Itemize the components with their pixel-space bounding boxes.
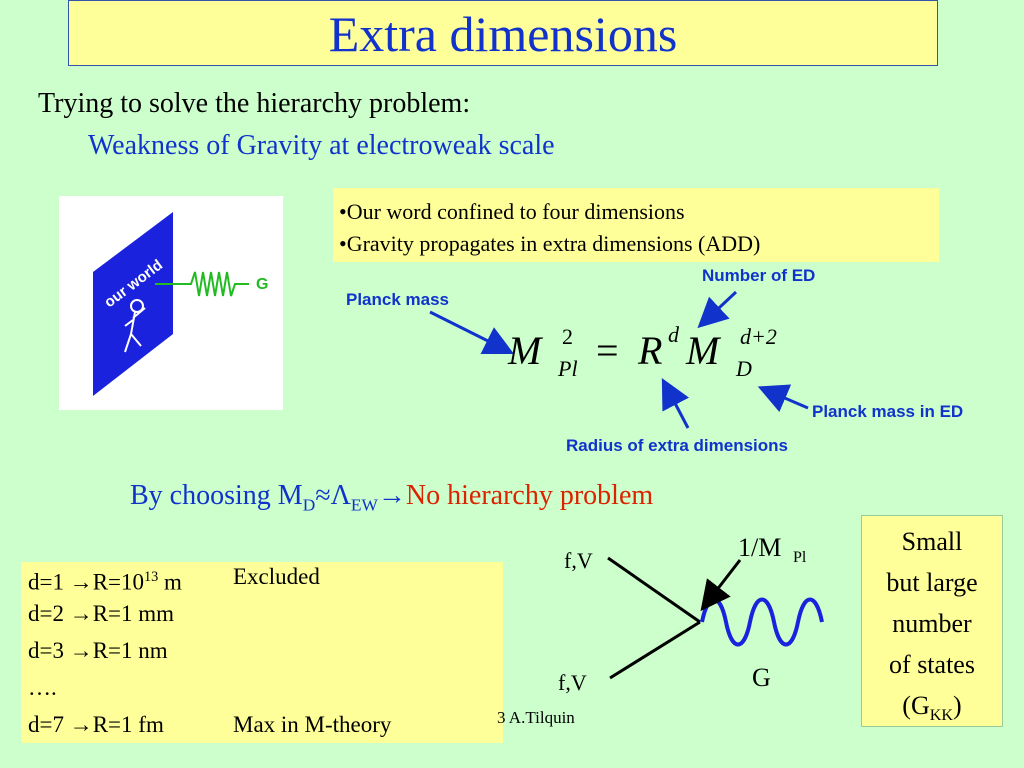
brane-plane (93, 212, 173, 396)
label-planck-mass: Planck mass (346, 290, 450, 309)
arrow-number-of-ed (697, 290, 738, 329)
dimension-row: d=3 →R=1 nm (28, 638, 168, 663)
coupling-label: 1/M (738, 533, 781, 562)
fermion-line-top (607, 556, 701, 624)
subtitle-line: Trying to solve the hierarchy problem: (38, 88, 471, 119)
formula-md: M (685, 328, 722, 373)
bullet-box: •Our word confined to four dimensions •G… (333, 188, 939, 262)
choosing-result: No hierarchy problem (405, 480, 654, 511)
label-number-of-ed: Number of ED (702, 266, 816, 285)
dimension-row: d=7 →R=1 fm Max in M-theory (28, 710, 391, 746)
graviton-wave (700, 597, 824, 647)
graviton-g-label: G (752, 663, 771, 692)
formula-md-sup: d+2 (740, 324, 777, 349)
graviton-spring (155, 271, 249, 297)
arrow-radius (661, 378, 690, 429)
formula-r-sup: d (668, 322, 680, 347)
formula-equals: = (596, 328, 619, 373)
formula-r: R (637, 328, 662, 373)
choosing-prefix: By choosing M (130, 480, 303, 511)
formula-lhs-sup: 2 (562, 324, 573, 349)
stick-figure-icon (124, 299, 146, 353)
coupling-arrow (700, 559, 742, 612)
fv-top-label: f,V (564, 548, 593, 573)
dimension-row: d=1 →R=1013 m Excluded (28, 564, 320, 595)
choosing-line: By choosing MD≈ΛEW→No hierarchy problem (130, 480, 653, 516)
slide-title: Extra dimensions (328, 6, 678, 62)
dimension-note: Max in M-theory (233, 712, 392, 737)
formula-lhs-sub: Pl (557, 356, 578, 381)
coupling-sub: Pl (793, 549, 807, 566)
label-planck-mass-in-ed: Planck mass in ED (812, 402, 964, 421)
formula-md-sub: D (735, 356, 752, 381)
choosing-sub-d: D (302, 495, 316, 515)
choosing-arrow: → (377, 480, 406, 511)
title-box: Extra dimensions (68, 0, 938, 66)
feynman-diagram: f,V f,V 1/M Pl G (558, 533, 824, 695)
choosing-sub-ew: EW (350, 495, 378, 515)
dimension-note: Excluded (233, 564, 320, 589)
planck-formula: M 2 Pl = R d M d+2 D (507, 322, 777, 381)
dimension-row: …. (28, 675, 57, 700)
states-box: Small but large number of states (GKK) (861, 515, 1003, 727)
choosing-lambda: ≈Λ (315, 480, 351, 511)
graviton-label: G (256, 276, 268, 293)
footer-credit: 3 A.Tilquin (497, 708, 575, 727)
dimension-table: d=1 →R=1013 m Excluded d=2 →R=1 mm d=3 →… (21, 562, 503, 743)
bullet-item: •Gravity propagates in extra dimensions … (339, 231, 761, 256)
arrow-planck-mass-in-ed (757, 384, 809, 413)
label-radius: Radius of extra dimensions (566, 436, 788, 455)
bullet-item: •Our word confined to four dimensions (339, 199, 685, 224)
dimension-row: d=2 →R=1 mm (28, 601, 175, 626)
fermion-line-bottom (609, 620, 701, 680)
formula-lhs-m: M (507, 328, 544, 373)
our-world-illustration: our world G (93, 212, 268, 396)
arrow-planck-mass (429, 310, 515, 355)
fv-bottom-label: f,V (558, 670, 587, 695)
our-world-panel: our world G (59, 196, 283, 410)
subtitle-blue-line: Weakness of Gravity at electroweak scale (88, 130, 555, 161)
